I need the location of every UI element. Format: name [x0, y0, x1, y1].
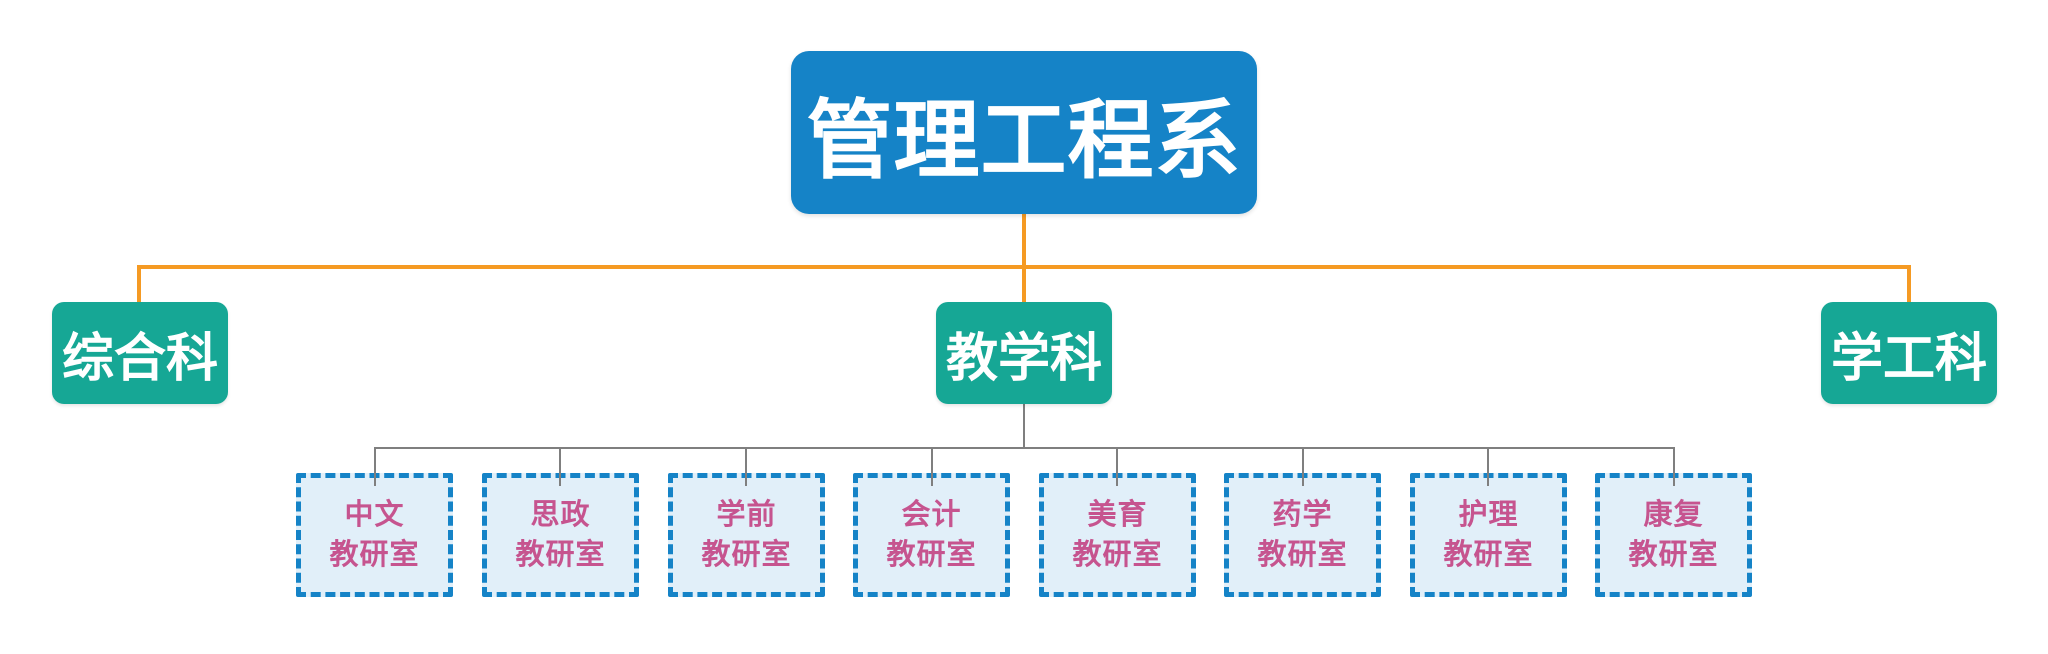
office-node-rehabilitation: 康复 教研室 — [1595, 473, 1752, 597]
dept-node-label: 综合科 — [61, 330, 218, 388]
office-node-preschool: 学前 教研室 — [668, 473, 825, 597]
dept-node-teaching-section: 教学科 — [936, 302, 1112, 404]
connector-root-stem — [1022, 213, 1026, 303]
office-label-line2: 教研室 — [701, 539, 792, 571]
office-label-line2: 教研室 — [1257, 539, 1348, 571]
office-label-line1: 美育 — [1087, 499, 1148, 531]
office-label-line1: 学前 — [716, 499, 777, 531]
office-label-line1: 康复 — [1643, 499, 1704, 531]
connector-drop-office-6 — [1302, 447, 1304, 486]
office-node-accounting: 会计 教研室 — [853, 473, 1010, 597]
office-label-line2: 教研室 — [1072, 539, 1163, 571]
connector-drop-office-8 — [1673, 447, 1675, 486]
dept-node-label: 教学科 — [945, 330, 1102, 388]
connector-drop-office-2 — [559, 447, 561, 486]
connector-drop-office-1 — [374, 447, 376, 486]
office-label-line1: 思政 — [530, 499, 591, 531]
connector-level1-bus — [137, 265, 1911, 269]
office-label-line1: 中文 — [344, 499, 405, 531]
office-label-line2: 教研室 — [515, 539, 606, 571]
dept-node-comprehensive-section: 综合科 — [52, 302, 228, 404]
office-node-pharmacy: 药学 教研室 — [1224, 473, 1381, 597]
dept-node-label: 学工科 — [1830, 330, 1987, 388]
connector-drop-xuegong — [1907, 265, 1911, 303]
office-node-ideological-political: 思政 教研室 — [482, 473, 639, 597]
office-label-line1: 会计 — [901, 499, 962, 531]
office-label-line1: 药学 — [1272, 499, 1333, 531]
connector-level2-bus — [374, 447, 1675, 449]
office-node-aesthetic-education: 美育 教研室 — [1039, 473, 1196, 597]
office-label-line2: 教研室 — [1628, 539, 1719, 571]
office-label-line1: 护理 — [1458, 499, 1519, 531]
connector-drop-office-7 — [1487, 447, 1489, 486]
office-label-line2: 教研室 — [1443, 539, 1534, 571]
office-label-line2: 教研室 — [329, 539, 420, 571]
connector-drop-office-3 — [745, 447, 747, 486]
connector-drop-zonghe — [137, 265, 141, 303]
dept-node-student-affairs-section: 学工科 — [1821, 302, 1997, 404]
office-label-line2: 教研室 — [886, 539, 977, 571]
office-node-chinese: 中文 教研室 — [296, 473, 453, 597]
root-node-label: 管理工程系 — [806, 93, 1242, 189]
connector-jiaoxue-stem — [1023, 404, 1025, 448]
office-node-nursing: 护理 教研室 — [1410, 473, 1567, 597]
root-node-management-engineering: 管理工程系 — [791, 51, 1257, 214]
connector-drop-office-5 — [1116, 447, 1118, 486]
connector-drop-office-4 — [931, 447, 933, 486]
